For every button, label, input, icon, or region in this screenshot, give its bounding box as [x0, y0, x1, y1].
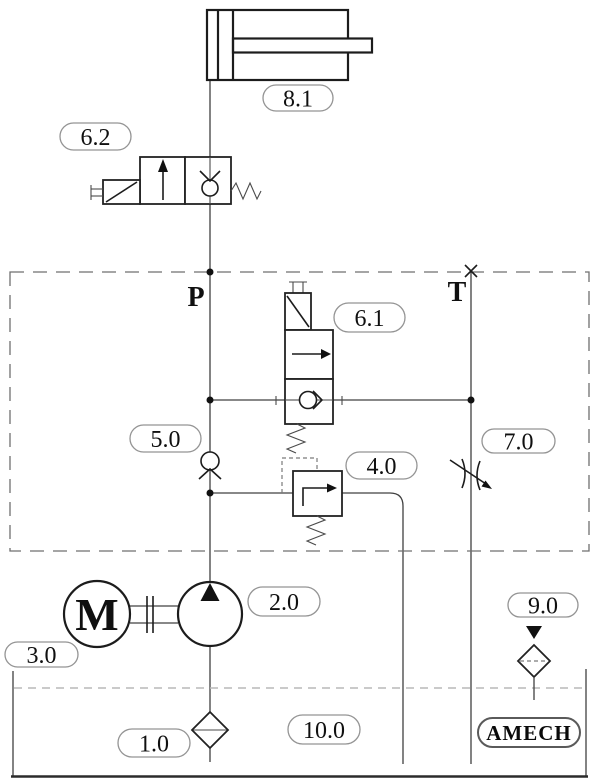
throttle-arc-left: [461, 458, 466, 489]
label-solenoid-valve-62: 6.2: [81, 125, 111, 151]
check-seat-icon: [199, 170, 221, 183]
label-cylinder: 8.1: [283, 87, 313, 113]
logo-text: AMECH: [486, 721, 572, 745]
relief-return-line: [342, 492, 404, 764]
junction-dot-p: [206, 268, 214, 276]
check-seat-icon: [312, 390, 324, 410]
amech-logo: AMECH: [477, 717, 581, 748]
spring-icon: [305, 515, 327, 546]
cylinder: [205, 8, 374, 82]
relief-valve-40: [281, 457, 343, 546]
spring-icon: [230, 181, 262, 201]
relief-branch: [210, 492, 404, 764]
suction-filter: [190, 710, 230, 750]
label-pill: [345, 451, 418, 480]
check-ball-icon: [200, 451, 220, 471]
pilot-line: [281, 457, 318, 493]
adjust-arrow-icon: [449, 459, 487, 485]
flow-arrowhead-icon: [321, 349, 331, 359]
check-seat-icon: [198, 467, 222, 480]
logo-pill: [477, 717, 581, 748]
tank: [11, 669, 588, 778]
solenoid-valve-62: [90, 156, 262, 205]
piston-rod: [231, 37, 374, 54]
check-ball-icon: [298, 390, 318, 410]
label-pill: [247, 586, 321, 617]
junction-dot-right: [467, 396, 475, 404]
solenoid-valve-61: [284, 281, 334, 454]
label-pill: [507, 592, 579, 618]
label-pill: [117, 728, 191, 758]
port-t-label: T: [448, 277, 467, 308]
junction-dot-left: [206, 396, 214, 404]
spring-icon: [285, 423, 307, 454]
label-relief-valve: 4.0: [367, 454, 397, 480]
branch-line-horizontal: [210, 396, 471, 405]
adjust-arrowhead-icon: [481, 480, 492, 489]
breather-triangle-icon: [526, 626, 542, 639]
label-pill: [262, 84, 334, 112]
motor-letter: M: [75, 589, 118, 640]
port-p-label: P: [187, 282, 204, 313]
check-valve-50: [198, 451, 222, 480]
label-pill: [481, 428, 556, 454]
junction-dot-relief: [206, 489, 214, 497]
motor-circle: [62, 579, 132, 649]
label-pump: 2.0: [269, 590, 299, 616]
solenoid-diagonal-icon: [105, 181, 138, 203]
label-motor: 3.0: [27, 643, 57, 669]
label-pill: [4, 641, 79, 668]
t-port-cross-icon: [464, 264, 478, 278]
item-labels: 6.2 8.1 6.1 5.0 4.0 7.0 2.0 3.0 9.0 1.0 …: [4, 84, 579, 758]
pump-triangle-icon: [200, 583, 220, 601]
pump: [176, 580, 244, 648]
relief-valve-body: [292, 470, 343, 517]
solenoid-connector: [90, 185, 103, 200]
flow-control-70: [449, 458, 492, 491]
label-suction-filter: 1.0: [139, 732, 169, 758]
solenoid-diagonal-icon: [286, 295, 310, 328]
valve61-position-bottom: [284, 378, 334, 425]
label-flow-control: 7.0: [504, 430, 534, 456]
electric-motor: M: [62, 579, 132, 649]
throttle-arc-right: [476, 460, 481, 491]
label-pill: [129, 424, 202, 453]
label-tank: 10.0: [303, 718, 345, 744]
air-breather: [516, 626, 552, 700]
relief-arrow-icon: [302, 487, 328, 506]
flow-arrowhead-icon: [158, 159, 168, 172]
relief-arrowhead-icon: [327, 483, 337, 493]
label-breather: 9.0: [528, 594, 558, 620]
label-solenoid-valve-61: 6.1: [355, 306, 385, 332]
coupling: [130, 596, 178, 633]
label-check-valve: 5.0: [151, 427, 181, 453]
label-pill: [59, 122, 132, 151]
pump-circle: [176, 580, 244, 648]
solenoid-connector: [289, 281, 307, 293]
power-unit-boundary: [9, 271, 590, 552]
label-pill: [287, 714, 361, 745]
label-pill: [333, 302, 406, 333]
